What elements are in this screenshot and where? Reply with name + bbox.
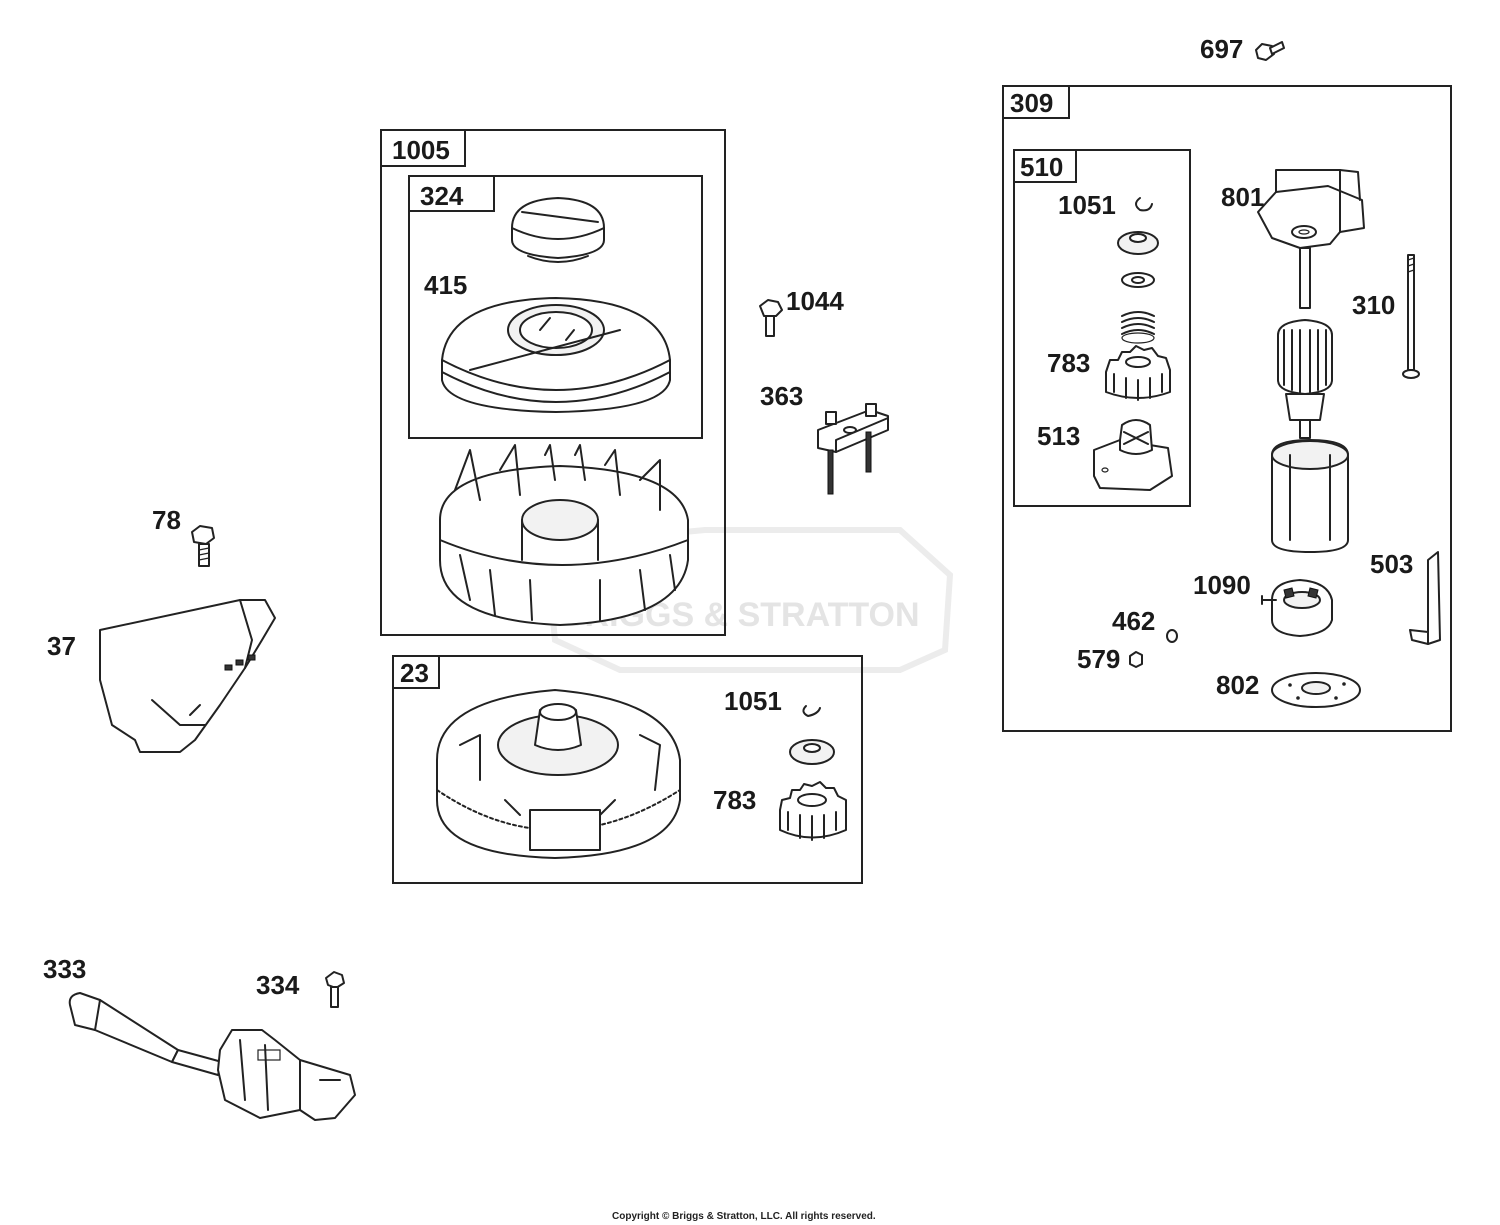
assembly-324-tab xyxy=(408,175,495,212)
armature-screw-part xyxy=(325,971,345,1008)
through-bolt-part xyxy=(1402,254,1420,379)
part-label-783-b: 783 xyxy=(1047,348,1090,378)
part-label-503: 503 xyxy=(1370,549,1413,579)
part-label-801: 801 xyxy=(1221,182,1264,212)
part-label-1090: 1090 xyxy=(1193,570,1251,600)
nut-part xyxy=(1129,651,1143,668)
part-label-363: 363 xyxy=(760,381,803,411)
brush-holder-part xyxy=(1261,579,1333,637)
assembly-510-label: 510 xyxy=(1020,152,1063,182)
assembly-1005-label: 1005 xyxy=(392,135,450,165)
fan-part xyxy=(439,444,689,626)
screw-part xyxy=(759,299,783,337)
shroud-part xyxy=(99,599,276,753)
part-label-334: 334 xyxy=(256,970,300,1000)
assembly-324-frame xyxy=(408,175,703,439)
part-label-462: 462 xyxy=(1112,606,1155,636)
drive-end-cap-part xyxy=(1257,169,1365,249)
part-label-1051-a: 1051 xyxy=(724,686,782,716)
part-label-415: 415 xyxy=(424,270,467,300)
part-label-1044: 1044 xyxy=(786,286,844,316)
flywheel-part xyxy=(436,689,681,859)
part-label-783-a: 783 xyxy=(713,785,756,815)
pinion-gear-part xyxy=(779,781,847,841)
assembly-510-tab xyxy=(1013,149,1077,183)
retaining-ring-part xyxy=(802,705,821,717)
assembly-324-label: 324 xyxy=(420,181,464,211)
motor-housing-part xyxy=(1271,439,1349,553)
assembly-1005-tab xyxy=(380,129,466,167)
part-label-78: 78 xyxy=(152,505,181,535)
drive-assembly-part xyxy=(1093,419,1173,491)
end-plate-part xyxy=(1271,672,1361,708)
part-label-579: 579 xyxy=(1077,644,1120,674)
part-label-333: 333 xyxy=(43,954,86,984)
assembly-309-frame xyxy=(1002,85,1452,732)
assembly-510-frame xyxy=(1013,149,1191,507)
starter-stop-washer-part xyxy=(1117,231,1159,255)
assembly-309-label: 309 xyxy=(1010,88,1053,118)
lock-washer-part xyxy=(1166,629,1178,643)
copyright-text: Copyright © Briggs & Stratton, LLC. All … xyxy=(612,1211,876,1222)
part-label-802: 802 xyxy=(1216,670,1259,700)
assembly-23-tab xyxy=(392,655,440,689)
part-label-697: 697 xyxy=(1200,34,1243,64)
spring-part xyxy=(1121,311,1155,344)
bracket-part xyxy=(817,403,889,495)
part-label-310: 310 xyxy=(1352,290,1395,320)
cap-part xyxy=(511,197,605,263)
starter-flat-washer-part xyxy=(1121,272,1155,288)
stop-washer-part xyxy=(789,739,835,765)
ignition-armature-part xyxy=(68,992,356,1121)
assembly-23-label: 23 xyxy=(400,658,429,688)
blower-housing-cover-part xyxy=(441,297,671,413)
part-label-513: 513 xyxy=(1037,421,1080,451)
assembly-1005-frame xyxy=(380,129,726,636)
part-label-1051-b: 1051 xyxy=(1058,190,1116,220)
assembly-23-frame xyxy=(392,655,863,884)
bolt-part xyxy=(191,525,215,567)
part-label-37: 37 xyxy=(47,631,76,661)
armature-part xyxy=(1277,247,1333,439)
assembly-309-tab xyxy=(1002,85,1070,119)
starter-screw-part xyxy=(1255,41,1285,61)
strap-part xyxy=(1409,551,1441,645)
starter-retaining-ring-part xyxy=(1135,197,1153,212)
starter-pinion-gear-part xyxy=(1105,345,1171,401)
